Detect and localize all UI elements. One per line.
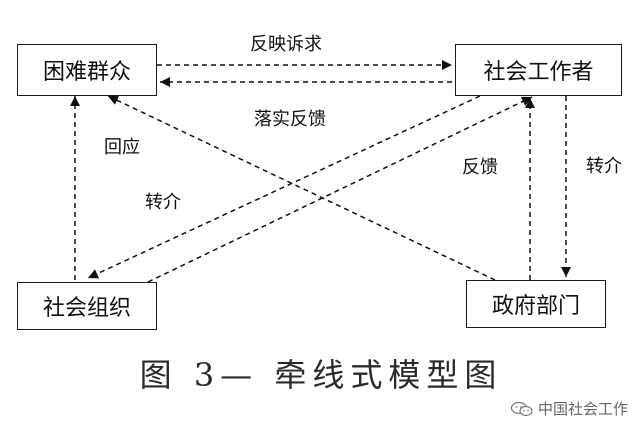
node-social-worker: 社会工作者 — [455, 44, 622, 96]
watermark: 中国社会工作 — [510, 398, 628, 419]
label-implement-feedback: 落实反馈 — [254, 109, 326, 130]
wechat-icon — [510, 401, 533, 416]
figure-caption: 图 3— 牵线式模型图 — [139, 356, 503, 394]
node-social-organization: 社会组织 — [17, 282, 157, 330]
label-reflect-demands: 反映诉求 — [250, 34, 322, 55]
node-government-department: 政府部门 — [466, 280, 606, 328]
arrow-refer-to-organization — [87, 95, 481, 279]
label-respond: 回应 — [104, 137, 140, 158]
watermark-text: 中国社会工作 — [537, 400, 628, 418]
label-refer-right: 转介 — [586, 156, 622, 177]
label-feedback: 反馈 — [462, 157, 498, 178]
label-refer-left: 转介 — [145, 192, 181, 213]
arrow-organization-feedback — [147, 96, 533, 283]
node-needy-people: 困难群众 — [17, 44, 157, 96]
